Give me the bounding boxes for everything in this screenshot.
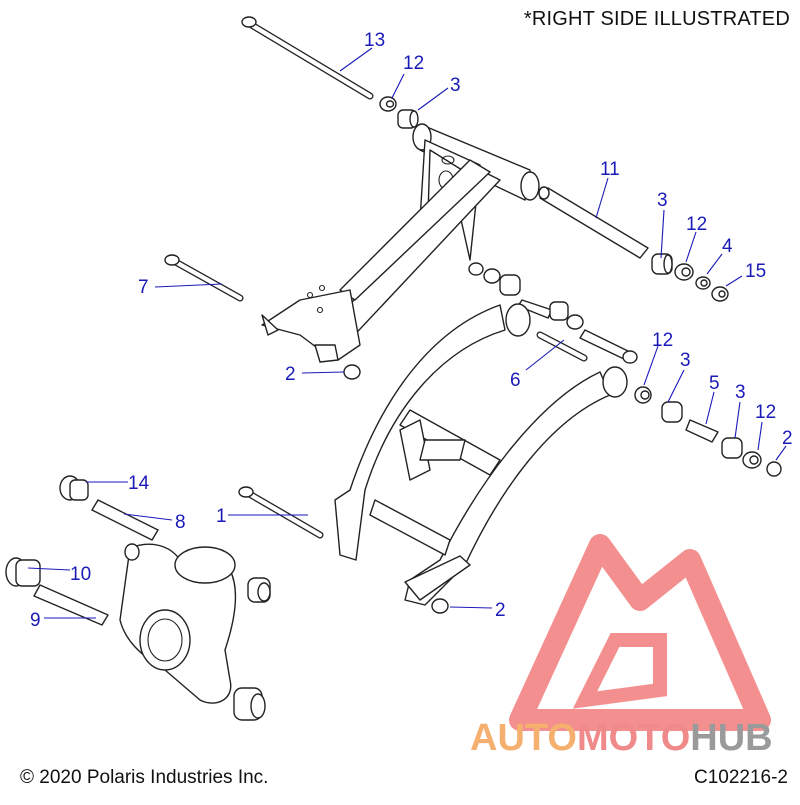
knuckle-bushing-lower — [233, 687, 266, 721]
callout-2: 2 — [782, 428, 793, 449]
copyright-text: © 2020 Polaris Industries Inc. — [20, 767, 269, 788]
callout-4: 4 — [722, 236, 733, 257]
part-12-bushing-right — [674, 263, 694, 281]
part-2-nut-bottom — [431, 598, 449, 614]
callout-5: 5 — [709, 373, 720, 394]
part-13-bolt — [241, 16, 374, 100]
figure-code: C102216-2 — [693, 767, 788, 788]
callout-3: 3 — [735, 382, 746, 403]
watermark-logo — [509, 534, 771, 731]
callout-1: 1 — [216, 506, 227, 527]
part-2-nut-upper — [343, 364, 361, 380]
part-12-bushing-lower-b — [742, 451, 762, 469]
part-9-sleeve — [33, 584, 109, 626]
illustration-note: *RIGHT SIDE ILLUSTRATED — [523, 8, 790, 30]
callout-12: 12 — [652, 330, 673, 351]
part-12-bushing-lower-a — [634, 386, 652, 404]
callout-9: 9 — [30, 610, 41, 631]
part-3-bushing-lower-a — [661, 401, 683, 423]
watermark-hub: HUB — [690, 717, 772, 759]
knuckle — [119, 543, 237, 704]
callout-3: 3 — [657, 190, 668, 211]
callout-12: 12 — [686, 214, 707, 235]
callout-6: 6 — [510, 370, 521, 391]
callout-15: 15 — [745, 261, 766, 282]
callout-2: 2 — [285, 364, 296, 385]
callout-14: 14 — [128, 473, 150, 494]
part-6-bolt — [536, 331, 588, 362]
part-15-nut — [711, 286, 729, 302]
watermark-text: AUTOMOTOHUB — [470, 717, 773, 759]
upper-control-arm — [261, 123, 540, 363]
leader-lines — [27, 47, 787, 619]
part-12-bushing-top — [379, 96, 397, 112]
part-3-bushing-top — [397, 109, 419, 129]
part-4-washer — [695, 276, 711, 290]
part-2-nut-right — [766, 461, 782, 477]
callout-12: 12 — [755, 402, 776, 423]
callout-12: 12 — [403, 53, 424, 74]
watermark-triangle — [509, 534, 771, 731]
lower-control-arm — [334, 303, 628, 606]
callout-labels: 13 12 3 11 3 12 4 15 7 2 12 6 3 5 3 12 2… — [30, 30, 793, 631]
callout-10: 10 — [70, 564, 91, 585]
middle-hardware-row — [468, 262, 638, 364]
watermark-auto: AUTO — [470, 717, 577, 759]
watermark-moto: MOTO — [577, 717, 690, 759]
callout-3: 3 — [450, 75, 461, 96]
part-1-bolt — [238, 486, 324, 539]
callout-13: 13 — [364, 30, 385, 51]
part-3-bushing-lower-b — [721, 437, 743, 459]
knuckle-bushing-upper — [247, 577, 271, 603]
callout-8: 8 — [175, 512, 186, 533]
part-14-bushing — [59, 475, 89, 501]
callout-3: 3 — [680, 350, 691, 371]
part-5-sleeve — [685, 419, 719, 443]
part-8-sleeve — [91, 499, 159, 541]
callout-11: 11 — [600, 159, 620, 180]
watermark-inner-g — [572, 633, 667, 709]
part-3-bushing-right — [651, 253, 673, 275]
part-10-bushing — [5, 557, 41, 587]
callout-2: 2 — [495, 600, 506, 621]
part-7-bolt — [164, 254, 244, 302]
part-11-pin — [538, 186, 649, 259]
callout-7: 7 — [138, 277, 149, 298]
